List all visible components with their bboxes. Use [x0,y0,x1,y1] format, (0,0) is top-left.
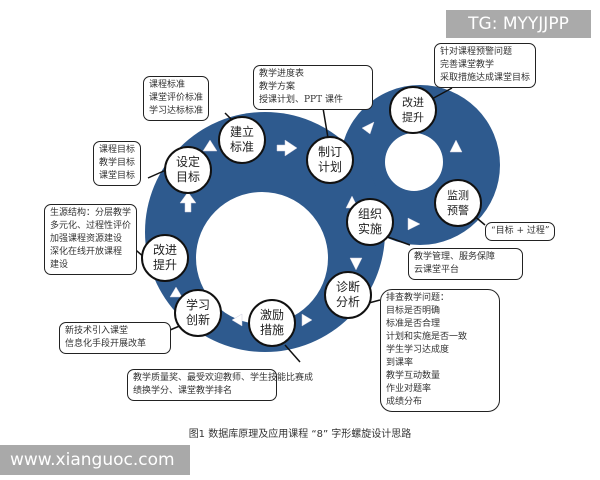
callout-line: 课堂目标 [99,171,136,181]
callout-line: 到课率 [386,358,414,368]
arrow-icon [301,313,313,327]
callout-line: 学习达标标准 [149,106,204,116]
node-learn-innovate: 学习 创新 [174,289,222,337]
node-improve-right: 改进 提升 [389,86,437,134]
callout-implement: 教学管理、服务保障 云课堂平台 [408,248,523,280]
callout-line: 学生学习达成度 [386,345,450,355]
arrow-icon [361,121,375,135]
arrow-icon [169,286,183,298]
callout-line: 排查教学问题： [386,293,450,303]
callout-line: 加强课程资源建设 [50,234,123,244]
arrow-icon [449,139,463,153]
node-incentive-measures: 激励 措施 [248,299,296,347]
callout-line: 深化在线开放课程 [50,247,123,257]
arrow-icon [349,257,363,271]
callout-monitor: “目标 + 过程” [485,222,556,241]
arrow-icon [276,139,298,157]
callout-line: 多元化、过程性评价 [50,221,132,231]
node-organize-implement: 组织 实施 [346,198,394,246]
callout-line: 教学方案 [259,82,296,92]
callout-line: 完善课堂教学 [440,60,495,70]
callout-line: 标准是否合理 [386,319,441,329]
arrow-icon [231,313,243,327]
callout-improve-left: 生源结构：分层教学 多元化、过程性评价 加强课程资源建设 深化在线开放课程 建设 [44,204,138,275]
callout-goals: 课程目标 教学目标 课堂目标 [93,141,142,186]
callout-line: 教学管理、服务保障 [414,252,496,262]
arrow-icon [407,217,421,231]
watermark-bottom: www.xianguoc.com [0,445,190,475]
callout-line: 绩换学分、课堂教学排名 [133,386,233,396]
node-improve-left: 改进 提升 [141,234,189,282]
callout-line: 信息化手段开展改革 [65,339,147,349]
callout-line: 教学质量奖、最受欢迎教师、学生技能比赛成 [133,373,314,383]
arrow-icon [202,139,218,152]
callout-line: 计划和实施是否一致 [386,332,468,342]
figure-caption: 图1 数据库原理及应用课程 “8” 字形螺旋设计思路 [188,429,412,440]
callout-line: 授课计划、PPT 课件 [259,95,343,105]
node-diagnose-analyze: 诊断 分析 [324,271,372,319]
callout-line: 课程目标 [99,145,136,155]
node-establish-standards: 建立 标准 [218,116,266,164]
node-make-plan: 制订 计划 [306,136,354,184]
node-set-goals: 设定 目标 [164,146,212,194]
node-monitor-warning: 监测 预警 [434,179,482,227]
callout-standards: 课程标准 课堂评价标准 学习达标标准 [143,76,210,121]
callout-line: 建设 [50,260,69,270]
callout-line: “目标 + 过程” [491,226,550,236]
callout-line: 课堂评价标准 [149,93,204,103]
callout-line: 课程标准 [149,80,186,90]
callout-incentive: 教学质量奖、最受欢迎教师、学生技能比赛成 绩换学分、课堂教学排名 [127,369,314,401]
small-ring-hole [385,133,443,191]
callout-line: 教学进度表 [259,69,305,79]
callout-line: 作业对题率 [386,384,432,394]
watermark-top: TG: MYYJJPP [446,10,591,38]
callout-line: 采取措施达成课堂目标 [440,73,531,83]
callout-plan: 教学进度表 教学方案 授课计划、PPT 课件 [253,65,373,110]
callout-line: 新技术引入课堂 [65,326,129,336]
callout-line: 目标是否明确 [386,306,441,316]
large-ring-hole [196,192,328,324]
callout-line: 成绩分布 [386,397,423,407]
callout-line: 云课堂平台 [414,265,460,275]
callout-line: 生源结构：分层教学 [50,208,132,218]
callout-line: 教学目标 [99,158,136,168]
callout-improve-right: 针对课程预警问题 完善课堂教学 采取措施达成课堂目标 [434,43,537,88]
callout-line: 教学互动数量 [386,371,441,381]
callout-diagnose: 排查教学问题： 目标是否明确 标准是否合理 计划和实施是否一致 学生学习达成度 … [380,289,500,412]
callout-learn: 新技术引入课堂 信息化手段开展改革 [59,322,171,354]
callout-line: 针对课程预警问题 [440,47,513,57]
